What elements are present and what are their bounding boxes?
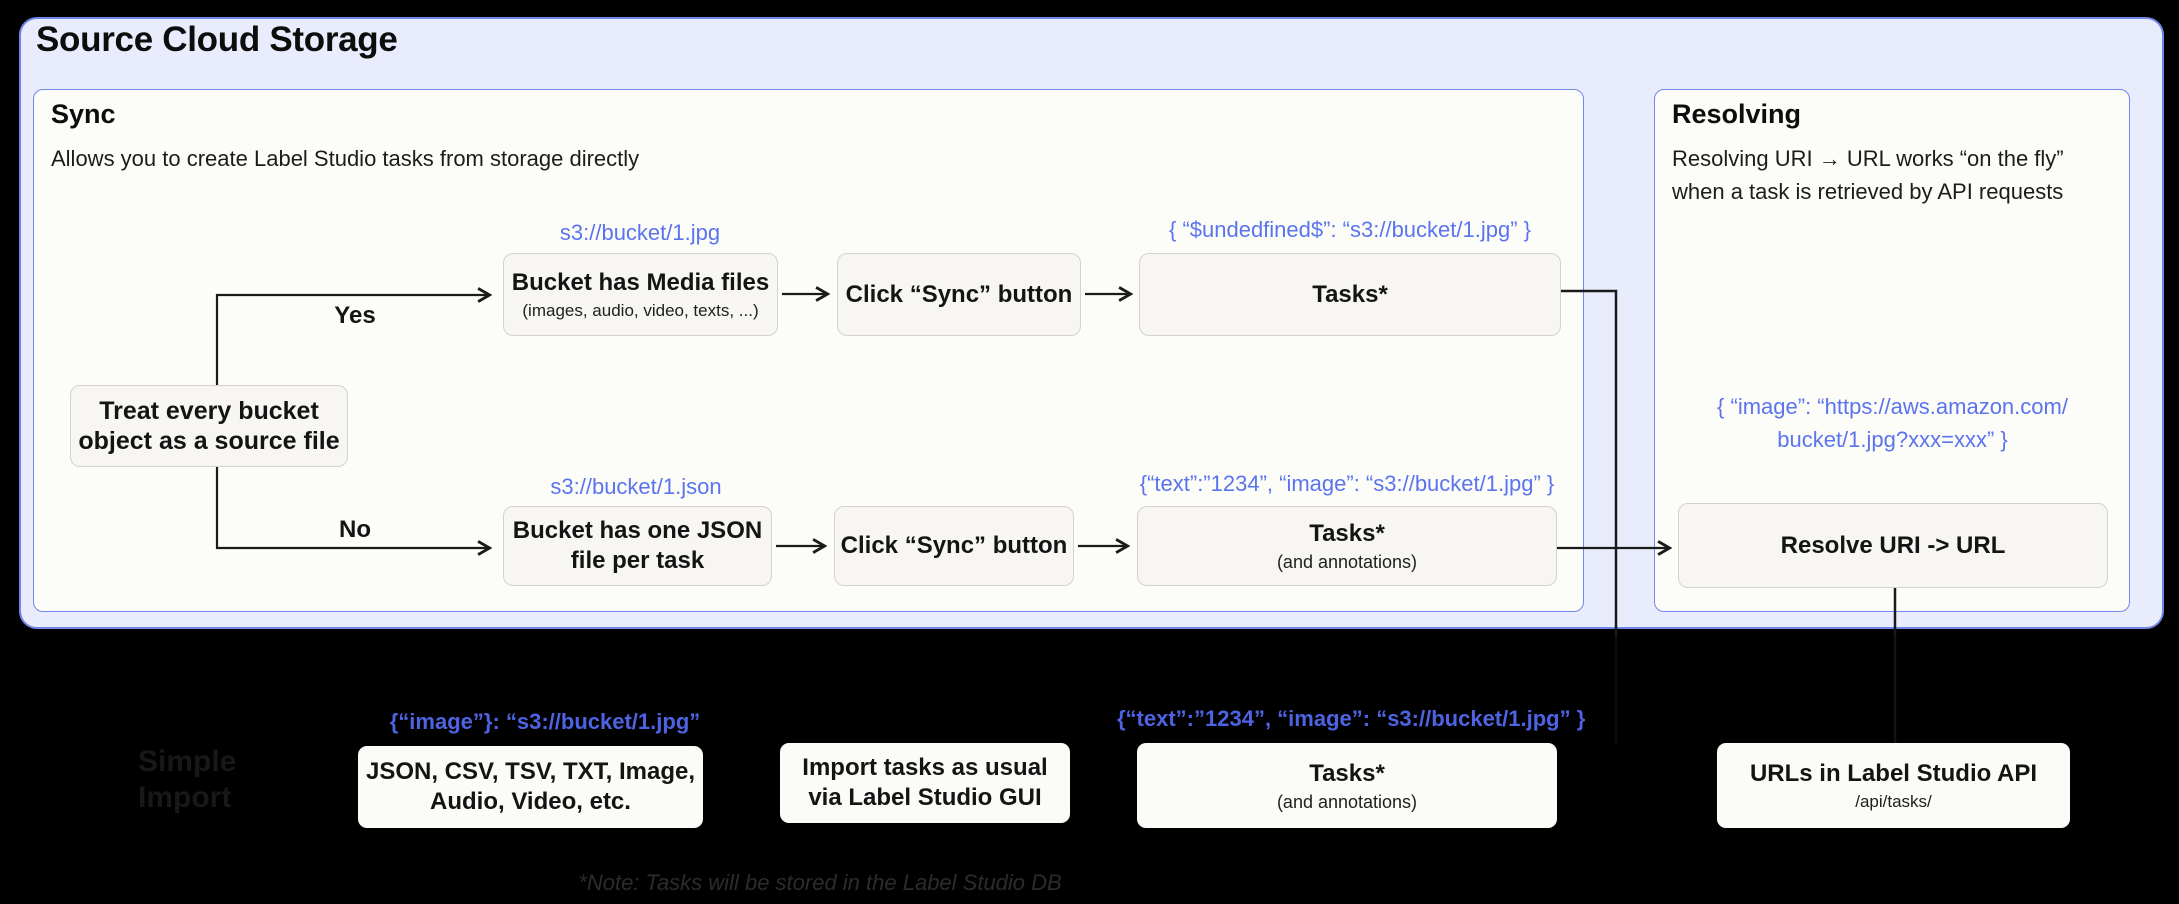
resolving-section-title: Resolving [1672,99,1802,129]
node-one-json-line1: Bucket has one JSON [512,517,763,544]
label-s3-bucket-json: s3://bucket/1.json [550,474,722,499]
node-click-sync-button-1: Click “Sync” button [837,253,1081,336]
node-media-subtitle: (images, audio, video, texts, ...) [522,301,759,320]
node-formats-line2: Audio, Video, etc. [430,788,631,815]
node-tasks-bottom-title: Tasks* [1309,759,1385,787]
node-import-line2: via Label Studio GUI [808,784,1042,811]
hidden-section-title: Simple Import [138,744,236,816]
label-s3-bucket-jpg: s3://bucket/1.jpg [559,220,721,245]
node-resolve-uri-url: Resolve URI -> URL [1678,503,2108,588]
label-bottom-image-json: {“image”}: “s3://bucket/1.jpg” [389,709,701,734]
node-one-json-line2: file per task [570,547,705,574]
node-tasks-row1: Tasks* [1139,253,1561,336]
decision-line2: object as a source file [78,427,340,455]
node-click-sync-button-2: Click “Sync” button [834,506,1074,586]
resolving-subtitle-line1: Resolving URI → URL works “on the fly” [1672,146,2064,171]
hidden-title-line2: Import [138,781,232,814]
label-text-image-json: {“text”:”1234”, “image”: “s3://bucket/1.… [1139,471,1555,496]
node-click-sync-label-1: Click “Sync” button [845,280,1073,308]
label-resolved-url-line1: { “image”: “https://aws.amazon.com/ [1717,394,2068,419]
node-treat-every-bucket: Treat every bucket object as a source fi… [70,385,348,467]
sync-section-subtitle: Allows you to create Label Studio tasks … [51,146,640,171]
node-import-line1: Import tasks as usual [802,754,1048,781]
node-tasks-row2: Tasks* (and annotations) [1137,506,1557,586]
node-urls-title: URLs in Label Studio API [1749,760,2038,787]
resolving-subtitle-line2: when a task is retrieved by API requests [1672,179,2064,204]
branch-label-yes: Yes [334,302,376,329]
label-resolved-url-line2: bucket/1.jpg?xxx=xxx” } [1777,427,2008,452]
node-urls-label-studio-api: URLs in Label Studio API /api/tasks/ [1717,743,2070,828]
node-file-formats: JSON, CSV, TSV, TXT, Image, Audio, Video… [358,746,703,828]
node-tasks-bottom-subtitle: (and annotations) [1276,791,1418,812]
footnote: *Note: Tasks will be stored in the Label… [578,870,1062,895]
node-bucket-one-json: Bucket has one JSON file per task [503,506,772,586]
node-urls-subtitle: /api/tasks/ [1855,792,1932,811]
node-formats-line1: JSON, CSV, TSV, TXT, Image, [365,758,695,785]
branch-label-no: No [339,516,371,543]
label-bottom-text-image-json: {“text”:”1234”, “image”: “s3://bucket/1.… [1117,706,1586,731]
page-title: Source Cloud Storage [36,20,398,59]
node-tasks-row1-title: Tasks* [1312,280,1388,308]
node-import-tasks-gui: Import tasks as usual via Label Studio G… [780,743,1070,823]
node-media-title: Bucket has Media files [511,269,770,296]
decision-line1: Treat every bucket [99,397,319,425]
label-resolved-url-json: { “image”: “https://aws.amazon.com/ buck… [1665,390,2120,456]
node-bucket-has-media-files: Bucket has Media files (images, audio, v… [503,253,778,336]
node-tasks-row2-subtitle: (and annotations) [1276,552,1418,572]
hidden-title-line1: Simple [138,745,237,778]
sync-section-title: Sync [51,99,116,129]
node-tasks-row2-title: Tasks* [1309,520,1385,547]
label-undedfined-json: { “$undedfined$”: “s3://bucket/1.jpg” } [1168,217,1531,242]
node-tasks-bottom: Tasks* (and annotations) [1137,743,1557,828]
node-resolve-label: Resolve URI -> URL [1780,531,2006,559]
node-click-sync-label-2: Click “Sync” button [840,532,1068,559]
resolving-section-subtitle: Resolving URI → URL works “on the fly” w… [1672,142,2117,208]
